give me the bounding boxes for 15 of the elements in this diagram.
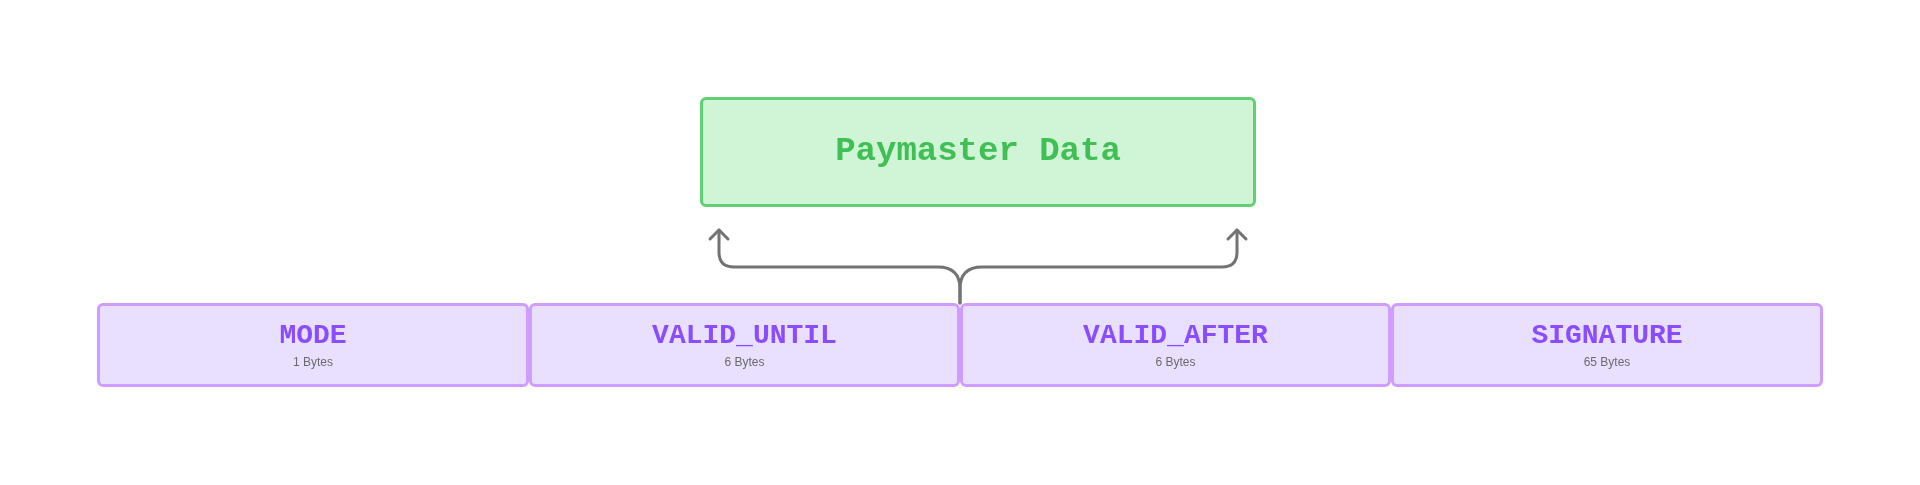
byte-size: 1 Bytes — [293, 354, 333, 370]
field-name: SIGNATURE — [1531, 320, 1683, 352]
field-name: VALID_UNTIL — [652, 320, 837, 352]
arrow — [958, 228, 1248, 305]
field-box — [529, 303, 960, 387]
field-name: MODE — [279, 320, 347, 352]
box-title: Paymaster Data — [835, 133, 1121, 171]
field-box — [1391, 303, 1823, 387]
field-box — [960, 303, 1391, 387]
byte-size: 65 Bytes — [1583, 354, 1631, 370]
byte-size: 6 Bytes — [724, 354, 765, 370]
field-name: VALID_AFTER — [1083, 320, 1268, 352]
field-box — [97, 303, 529, 387]
data-box — [700, 97, 1256, 207]
byte-size: 6 Bytes — [1155, 354, 1196, 370]
